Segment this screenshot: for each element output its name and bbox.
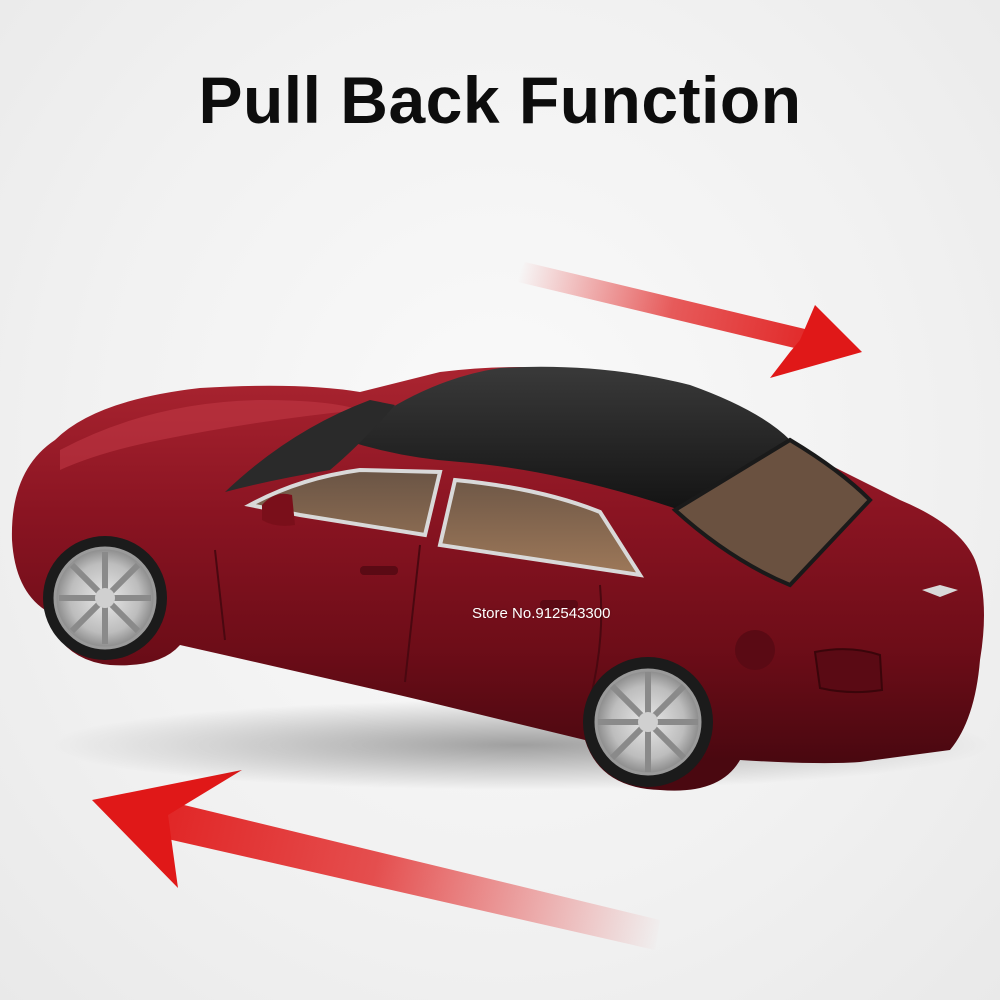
arrow-left-icon: [92, 770, 660, 950]
rear-wheel: [583, 657, 713, 787]
store-watermark: Store No.912543300: [472, 605, 611, 622]
front-wheel: [43, 536, 167, 660]
car-model: [11, 366, 984, 791]
page-title: Pull Back Function: [198, 63, 802, 137]
arrow-right-icon: [518, 262, 862, 378]
